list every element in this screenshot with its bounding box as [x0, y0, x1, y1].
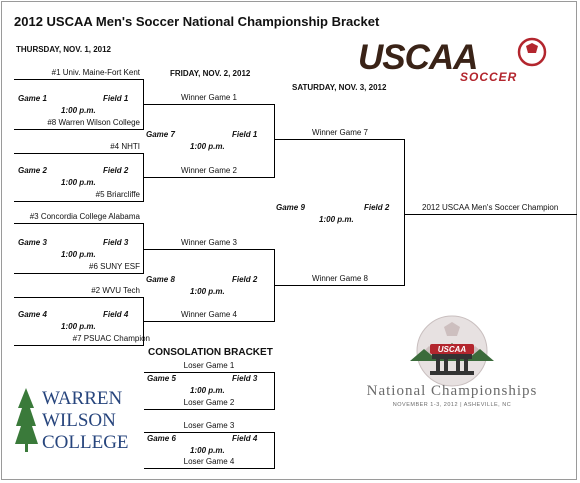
soccer-wordmark: SOCCER [460, 70, 517, 84]
bracket-line [14, 201, 144, 202]
game-time: 1:00 p.m. [190, 386, 225, 395]
bracket-line [144, 249, 275, 250]
bracket-line [144, 177, 275, 178]
field-label: Field 1 [232, 130, 258, 139]
bracket-line [144, 409, 275, 410]
team-slot-bottom: #5 Briarcliffe [95, 190, 140, 199]
field-label: Field 2 [364, 203, 390, 212]
team-slot-bottom: Loser Game 2 [183, 398, 235, 407]
field-label: Field 2 [103, 166, 129, 175]
field-label: Field 1 [103, 94, 129, 103]
page-title: 2012 USCAA Men's Soccer National Champio… [14, 14, 380, 29]
consolation-title: CONSOLATION BRACKET [148, 347, 273, 358]
game-label: Game 5 [147, 374, 176, 383]
game-label: Game 4 [18, 310, 47, 319]
ball-patch-icon [444, 322, 460, 336]
game-label: Game 9 [276, 203, 305, 212]
game-time: 1:00 p.m. [61, 250, 96, 259]
building-roof-icon [432, 353, 472, 359]
champion-label: 2012 USCAA Men's Soccer Champion [422, 203, 559, 212]
team-slot-top: Winner Game 7 [311, 128, 369, 137]
field-label: Field 3 [103, 238, 129, 247]
day-header-friday: FRIDAY, NOV. 2, 2012 [170, 69, 251, 78]
warren-wilson-college-logo: WARREN WILSON COLLEGE [15, 388, 129, 453]
bracket-line [143, 79, 144, 130]
national-championships-logo: USCAA National Championships NOVEMBER 1-… [367, 315, 538, 408]
game-time: 1:00 p.m. [61, 322, 96, 331]
game-time: 1:00 p.m. [190, 287, 225, 296]
game-label: Game 8 [146, 275, 175, 284]
field-label: Field 4 [232, 434, 258, 443]
wwc-line-2: WILSON [42, 410, 116, 431]
field-label: Field 4 [103, 310, 129, 319]
bracket-line [404, 139, 405, 286]
bracket-line [14, 79, 144, 80]
wwc-line-1: WARREN [42, 388, 123, 409]
bracket-line [144, 104, 275, 105]
bracket-line [144, 468, 275, 469]
game-label: Game 6 [147, 434, 176, 443]
team-slot-bottom: #7 PSUAC Champion [72, 334, 150, 343]
bracket-line [14, 129, 144, 130]
game-time: 1:00 p.m. [61, 106, 96, 115]
bracket-line [274, 249, 275, 322]
bracket-line [144, 321, 275, 322]
game-time: 1:00 p.m. [190, 446, 225, 455]
bracket-line [274, 432, 275, 469]
bracket-line [143, 223, 144, 274]
team-slot-bottom: Winner Game 4 [180, 310, 238, 319]
field-label: Field 3 [232, 374, 258, 383]
bracket-line [143, 153, 144, 202]
team-slot-top: Winner Game 3 [180, 238, 238, 247]
bracket-line [275, 139, 405, 140]
wwc-line-3: COLLEGE [42, 432, 129, 453]
bracket-line [143, 297, 144, 346]
team-slot-bottom: #6 SUNY ESF [89, 262, 140, 271]
bracket-line [275, 285, 405, 286]
team-slot-top: #3 Concordia College Alabama [29, 212, 140, 221]
bracket-line [14, 273, 144, 274]
bracket-line [144, 432, 275, 433]
nc-title: National Championships [367, 383, 538, 399]
team-slot-bottom: Winner Game 8 [311, 274, 369, 283]
uscaa-soccer-logo: USCAA SOCCER [358, 37, 547, 84]
team-slot-top: #2 WVU Tech [91, 286, 140, 295]
bracket-line [274, 372, 275, 410]
team-slot-top: Loser Game 3 [183, 421, 235, 430]
bracket-line [14, 223, 144, 224]
tree-trunk-icon [25, 444, 28, 452]
game-label: Game 1 [18, 94, 47, 103]
team-slot-top: Loser Game 1 [183, 361, 235, 370]
bracket-line [14, 345, 144, 346]
game-label: Game 7 [146, 130, 175, 139]
game-label: Game 3 [18, 238, 47, 247]
building-base-icon [430, 371, 474, 375]
bracket-line [14, 297, 144, 298]
uscaa-badge [430, 344, 474, 354]
field-label: Field 2 [232, 275, 258, 284]
nc-subtitle: NOVEMBER 1-3, 2012 | ASHEVILLE, NC [393, 402, 511, 408]
tree-icon [15, 388, 38, 444]
bracket-line [405, 214, 577, 215]
team-slot-bottom: #8 Warren Wilson College [47, 118, 140, 127]
team-slot-bottom: Winner Game 2 [180, 166, 238, 175]
team-slot-top: Winner Game 1 [180, 93, 238, 102]
bracket-line [144, 372, 275, 373]
game-time: 1:00 p.m. [190, 142, 225, 151]
team-slot-bottom: Loser Game 4 [183, 457, 235, 466]
day-header-thursday: THURSDAY, NOV. 1, 2012 [16, 45, 112, 54]
team-slot-top: #1 Univ. Maine-Fort Kent [51, 68, 140, 77]
team-slot-top: #4 NHTI [110, 142, 140, 151]
uscaa-badge-text: USCAA [438, 345, 467, 354]
game-time: 1:00 p.m. [61, 178, 96, 187]
game-label: Game 2 [18, 166, 47, 175]
uscaa-wordmark: USCAA [358, 38, 477, 77]
bracket-line [14, 153, 144, 154]
day-header-saturday: SATURDAY, NOV. 3, 2012 [292, 83, 387, 92]
ball-patch-icon [526, 43, 538, 53]
game-time: 1:00 p.m. [319, 215, 354, 224]
bracket-line [274, 104, 275, 178]
